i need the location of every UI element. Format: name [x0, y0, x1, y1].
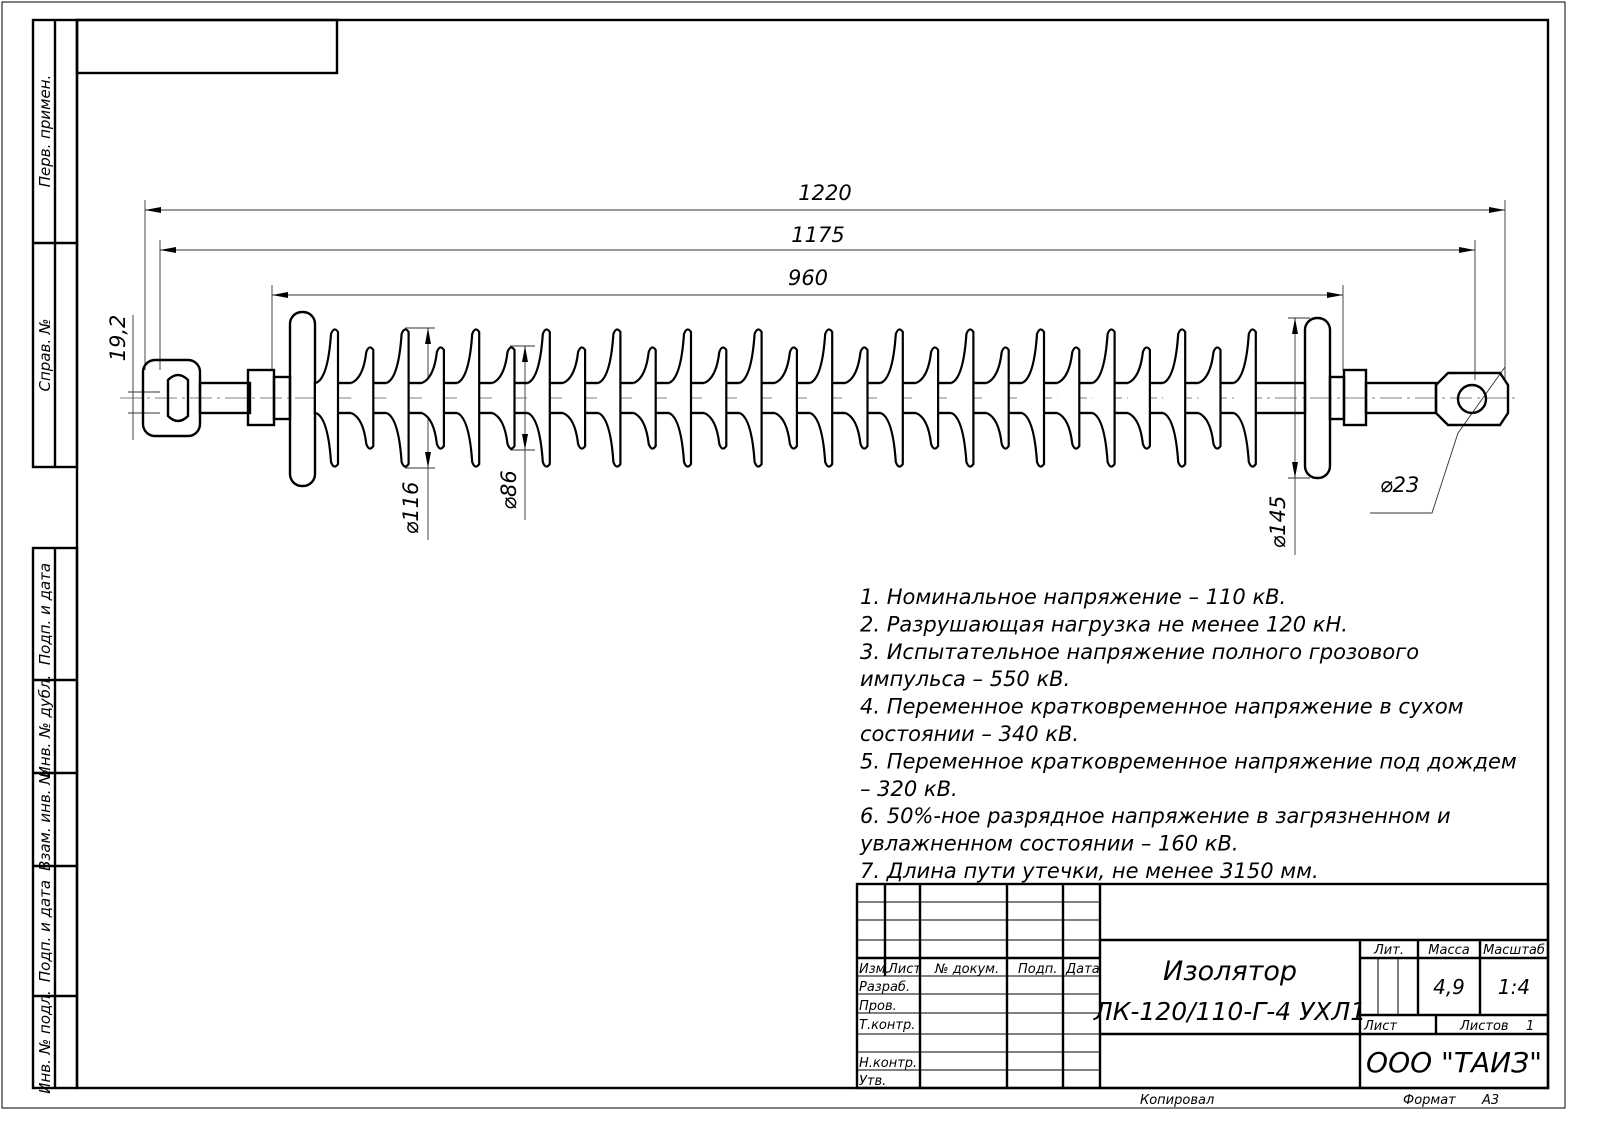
note-line: 1. Номинальное напряжение – 110 кВ. [860, 585, 1286, 609]
title-block: Изм. Лист № докум. Подп. Дата Разраб. Пр… [855, 882, 1550, 1108]
clevis-fitting [141, 358, 202, 438]
technical-notes: 1. Номинальное напряжение – 110 кВ. 2. Ра… [859, 585, 1517, 883]
big-shed [668, 328, 693, 468]
note-line: 5. Переменное кратковременное напряжение… [860, 749, 1517, 773]
small-shed [703, 346, 728, 450]
eye-fitting [1434, 371, 1510, 427]
mass-label: Масса [1428, 943, 1469, 958]
eye-hole [1456, 383, 1488, 415]
sheet-edge [1, 1, 1566, 1109]
small-shed [350, 346, 375, 450]
big-shed [739, 328, 763, 468]
scale-label: Масштаб [1483, 943, 1545, 958]
sheds [315, 328, 1257, 468]
note-line: 3. Испытательное напряжение полного гроз… [860, 640, 1419, 664]
top-left-box [75, 18, 339, 75]
small-shed [844, 346, 869, 450]
big-shed [527, 328, 551, 468]
format-label: Формат [1403, 1093, 1456, 1108]
sheets-label: Листов [1459, 1019, 1509, 1034]
big-shed [315, 328, 340, 468]
role-tech-control: Т.контр. [859, 1018, 915, 1033]
small-shed [1127, 346, 1151, 450]
big-shed [386, 328, 410, 468]
dim-1175: 1175 [791, 223, 844, 247]
dim-86: ⌀86 [497, 470, 521, 509]
left-grading-disc [288, 310, 317, 488]
role-approved: Утв. [859, 1074, 886, 1089]
mass-value: 4,9 [1433, 975, 1465, 999]
big-shed [880, 328, 904, 468]
header-list: Лист [887, 962, 921, 977]
small-shed [491, 346, 516, 450]
dim-1220: 1220 [798, 181, 851, 205]
title-line1: Изолятор [1163, 956, 1297, 987]
dim-145: ⌀145 [1266, 496, 1290, 549]
dim-116: ⌀116 [399, 482, 423, 535]
copied-label: Копировал [1140, 1093, 1214, 1108]
big-shed [950, 328, 975, 468]
lit-label: Лит. [1373, 943, 1404, 958]
small-shed [562, 346, 587, 450]
note-line: импульса – 550 кВ. [860, 667, 1070, 691]
insulator [120, 310, 1515, 488]
small-shed [1197, 346, 1222, 450]
dim-960: 960 [788, 266, 828, 290]
big-shed [456, 328, 481, 468]
big-shed [597, 328, 622, 468]
left-strip: Перв. примен. Справ. № Подп. и дата Инв.… [31, 18, 79, 1094]
small-shed [986, 346, 1010, 450]
header-sign: Подп. [1018, 962, 1057, 977]
dim-19-2: 19,2 [106, 315, 130, 362]
title-line2: ЛК-120/110-Г-4 УХЛ1 [1093, 997, 1366, 1026]
big-shed [1233, 328, 1257, 468]
dimension-lines: 1220 1175 960 19,2 ⌀116 ⌀86 ⌀145 ⌀23 [106, 181, 1506, 555]
small-shed [633, 346, 657, 450]
note-line: 2. Разрушающая нагрузка не менее 120 кН. [860, 612, 1348, 636]
small-shed [774, 346, 798, 450]
note-line: – 320 кВ. [860, 777, 958, 801]
small-shed [915, 346, 940, 450]
header-date: Дата [1065, 962, 1100, 977]
dim-23: ⌀23 [1380, 473, 1419, 497]
big-shed [1162, 328, 1187, 468]
header-izm: Изм. [859, 962, 890, 977]
format-value: А3 [1481, 1093, 1499, 1108]
big-shed [809, 328, 834, 468]
note-line: 4. Переменное кратковременное напряжение… [860, 695, 1464, 719]
role-developer: Разраб. [859, 980, 910, 995]
side-label: Подп. и дата [36, 563, 54, 665]
right-crimp-sleeve [1342, 368, 1368, 427]
small-shed [421, 346, 445, 450]
left-crimp-sleeve [246, 368, 276, 427]
header-doc: № докум. [934, 962, 999, 977]
scale-value: 1:4 [1498, 975, 1530, 999]
side-label: Инв. № дубл. [36, 675, 54, 778]
side-label: Справ. № [36, 319, 54, 392]
side-label: Подп. и дата [36, 880, 54, 982]
note-line: 6. 50%-ное разрядное напряжение в загряз… [860, 804, 1451, 828]
big-shed [1092, 328, 1116, 468]
role-checker: Пров. [859, 999, 897, 1014]
side-label: Взам. инв. № [36, 769, 54, 871]
big-shed [1021, 328, 1046, 468]
note-line: увлажненном состоянии – 160 кВ. [859, 832, 1239, 856]
note-line: 7. Длина пути утечки, не менее 3150 мм. [860, 859, 1319, 883]
company-name: ООО "ТАИЗ" [1366, 1046, 1542, 1079]
sheets-value: 1 [1526, 1019, 1534, 1034]
side-label: Инв. № подл. [36, 990, 54, 1093]
side-label: Перв. примен. [36, 75, 54, 188]
small-shed [1056, 346, 1081, 450]
note-line: состоянии – 340 кВ. [860, 722, 1079, 746]
role-norm-control: Н.контр. [859, 1056, 917, 1071]
sheet-label: Лист [1363, 1019, 1397, 1034]
